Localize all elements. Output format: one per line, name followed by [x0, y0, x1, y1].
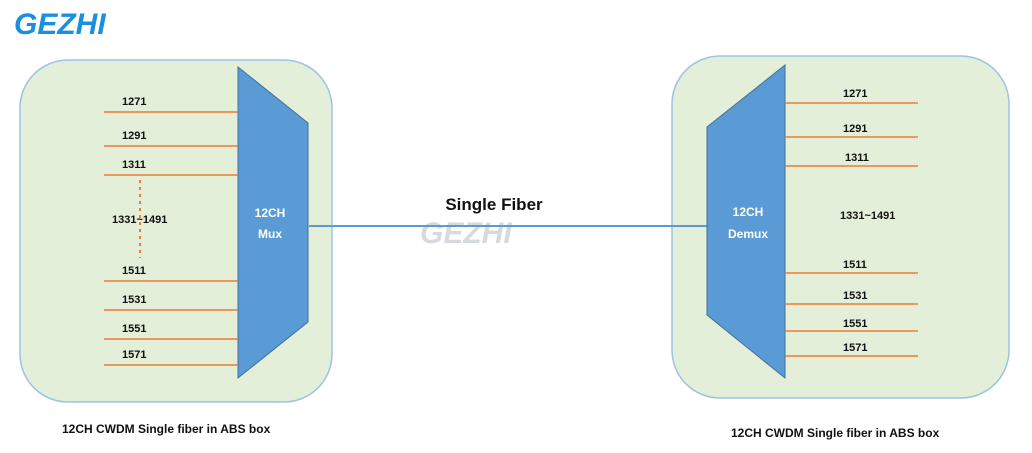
- logo-text: GEZHI: [14, 8, 106, 41]
- right-channel-label: 1271: [843, 88, 867, 100]
- right-channel-label: 1291: [843, 123, 867, 135]
- right-channel-label: 1511: [843, 259, 867, 271]
- mux-device: [237, 65, 309, 380]
- right-range-label: 1331~1491: [840, 210, 895, 222]
- left-channel-label: 1551: [122, 323, 146, 335]
- demux-label-line1: 12CH: [733, 205, 764, 219]
- left-channel-label: 1311: [122, 159, 146, 171]
- right-caption: 12CH CWDM Single fiber in ABS box: [731, 426, 940, 440]
- left-channel-label: 1511: [122, 265, 146, 277]
- left-channel-label: 1291: [122, 130, 146, 142]
- right-channels: 1271 1291 1311 1331~1491 1511 1531 1551 …: [785, 88, 918, 357]
- right-channel-label: 1311: [845, 152, 869, 164]
- left-range-label: 1331~1491: [112, 214, 167, 226]
- left-channels: 1271 1291 1311 1331~1491 1511 1531 1551 …: [104, 96, 238, 366]
- right-channel-label: 1551: [843, 318, 867, 330]
- left-channel-label: 1531: [122, 294, 146, 306]
- right-channel-label: 1571: [843, 342, 867, 354]
- gezhi-logo: GEZHI: [14, 8, 106, 41]
- demux-label-line2: Demux: [728, 227, 768, 241]
- watermark-logo: GEZHI: [420, 217, 512, 250]
- fiber-label: Single Fiber: [445, 195, 543, 214]
- mux-label-line2: Mux: [258, 227, 282, 241]
- left-channel-label: 1271: [122, 96, 146, 108]
- mux-label-line1: 12CH: [255, 206, 286, 220]
- left-channel-label: 1571: [122, 349, 146, 361]
- right-channel-label: 1531: [843, 290, 867, 302]
- left-caption: 12CH CWDM Single fiber in ABS box: [62, 422, 271, 436]
